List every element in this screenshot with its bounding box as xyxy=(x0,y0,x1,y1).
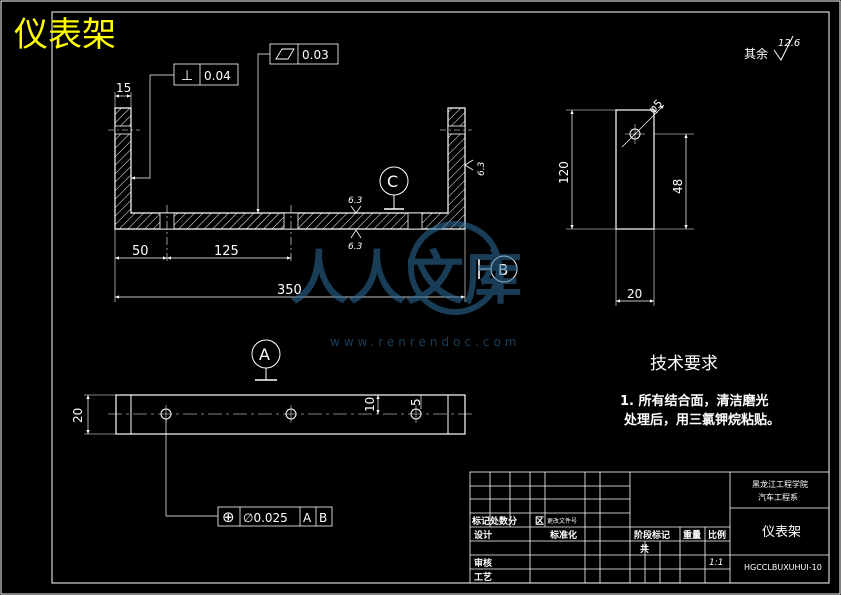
tb-change-doc: 更改文件号 xyxy=(547,517,577,525)
flatness-icon xyxy=(275,48,295,60)
drawing-title: 仪表架 xyxy=(14,15,116,55)
title-block xyxy=(469,471,830,584)
tb-dept: 汽车工程系 xyxy=(758,492,798,502)
roughness-c-value: 6.3 xyxy=(477,161,487,176)
front-view: 15 ⊥ 0.04 0.03 C 6.3 6.3 6.3 50 125 xyxy=(108,43,487,302)
position-ref-a: A xyxy=(303,511,312,525)
dim-50: 50 xyxy=(132,244,149,259)
tb-part-name: 仪表架 xyxy=(762,525,801,540)
watermark-name: 人人文库 xyxy=(290,244,522,312)
tb-review: 审核 xyxy=(474,557,492,569)
dim-top-5: 5 xyxy=(409,398,423,406)
tech-line-2: 处理后，用三氯钾烷粘贴。 xyxy=(623,412,780,428)
dim-side-20: 20 xyxy=(627,287,642,301)
perp-value: 0.04 xyxy=(204,69,231,83)
inner-border xyxy=(51,11,830,584)
tb-zone: 区 xyxy=(535,516,544,527)
roughness-b-value: 6.3 xyxy=(348,242,363,252)
datum-b-label: B xyxy=(498,261,508,279)
tech-requirements: 技术要求 1. 所有结合面，清洁磨光 处理后，用三氯钾烷粘贴。 xyxy=(620,354,780,428)
dim-top-10: 10 xyxy=(363,397,377,412)
tech-heading: 技术要求 xyxy=(650,354,718,374)
base-hole-3 xyxy=(407,212,423,230)
tb-weight: 重量 xyxy=(683,529,701,541)
position-icon: ⊕ xyxy=(222,508,235,526)
datum-a-label: A xyxy=(259,345,270,364)
perpendicularity-icon: ⊥ xyxy=(181,68,193,84)
tb-scale: 比例 xyxy=(708,529,726,541)
watermark: 人人文库 www.renrendoc.com xyxy=(290,221,522,349)
dim-120: 120 xyxy=(557,161,571,184)
tb-drawing-no: HGCCLBUXUHUI-10 xyxy=(744,563,822,572)
roughness-b-icon xyxy=(350,229,362,239)
side-plate xyxy=(615,109,655,230)
datum-c-label: C xyxy=(387,172,398,191)
watermark-logo-icon xyxy=(408,221,502,315)
tb-standardize: 标准化 xyxy=(549,529,577,541)
dim-dia5: φ5 xyxy=(646,97,665,116)
tb-process: 工艺 xyxy=(474,571,492,583)
dim-350: 350 xyxy=(277,283,302,298)
tb-design: 设计 xyxy=(474,529,492,541)
dim-125: 125 xyxy=(214,244,239,259)
roughness-symbol-icon xyxy=(773,35,794,61)
tb-sheet: 共 xyxy=(640,543,649,555)
u-channel-section xyxy=(114,107,466,230)
roughness-a-value: 6.3 xyxy=(348,196,363,206)
perp-frame xyxy=(173,63,239,86)
watermark-url: www.renrendoc.com xyxy=(330,335,520,349)
dim-48: 48 xyxy=(671,179,685,194)
flatness-value: 0.03 xyxy=(302,48,329,62)
roughness-prefix: 其余 xyxy=(744,46,768,61)
tb-school: 黑龙江工程学院 xyxy=(752,479,808,489)
position-ref-b: B xyxy=(319,511,327,525)
position-value: ∅0.025 xyxy=(243,511,288,525)
tech-line-1: 1. 所有结合面，清洁磨光 xyxy=(620,393,769,409)
tb-mark-row: 标记处数分 xyxy=(471,515,517,527)
top-plate xyxy=(115,394,466,435)
dim-15: 15 xyxy=(116,81,131,95)
general-roughness: 其余 12.6 xyxy=(744,35,800,61)
roughness-value: 12.6 xyxy=(778,38,800,49)
roughness-a-icon xyxy=(350,205,362,214)
dim-top-20: 20 xyxy=(71,408,85,423)
title-block-text: 黑龙江工程学院 汽车工程系 仪表架 HGCCLBUXUHUI-10 标记处数分 … xyxy=(471,479,822,583)
top-view: A 20 10 5 ⊕ ∅0.025 A B xyxy=(71,339,473,527)
roughness-c-icon xyxy=(464,159,474,171)
position-frame xyxy=(217,506,333,527)
tb-stage-mark: 阶段标记 xyxy=(634,529,670,541)
tb-scale-value: 1:1 xyxy=(709,558,723,568)
